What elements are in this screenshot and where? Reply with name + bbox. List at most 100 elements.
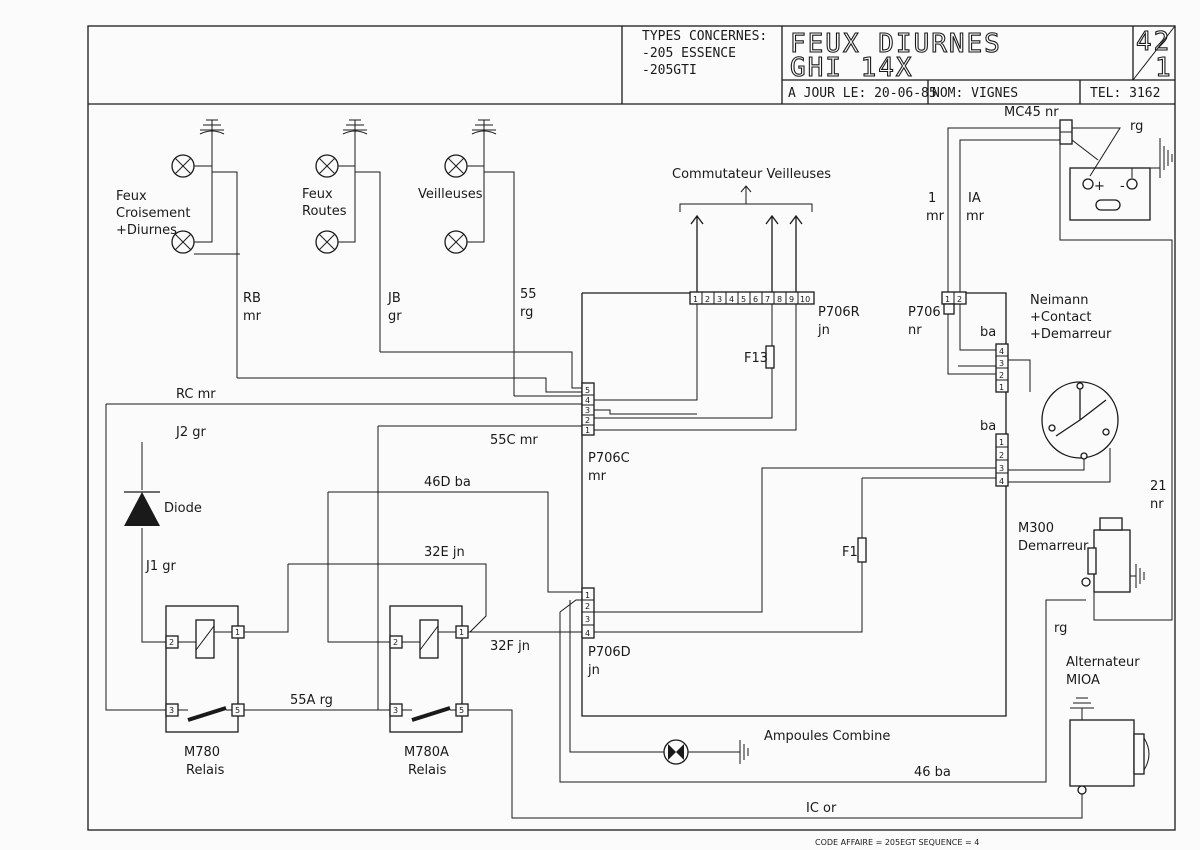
connector-neimann-2: 1 2 3 4 — [995, 433, 1009, 487]
sheet-sub: 1 — [1155, 53, 1173, 83]
pin: 8 — [777, 295, 782, 304]
connector-neimann-1: 4 3 2 1 — [995, 343, 1009, 393]
pin: 4 — [999, 477, 1004, 486]
author-name: NOM: VIGNES — [932, 86, 1018, 101]
label-p706d-color: jn — [587, 663, 600, 678]
lamp-combine — [663, 739, 689, 765]
pin: 1 — [999, 438, 1004, 447]
pin: 5 — [459, 706, 464, 715]
wire-21: 21 — [1150, 479, 1167, 494]
wire-55a: 55A rg — [290, 693, 333, 708]
wire-21-color: nr — [1150, 497, 1164, 512]
label-diurnes: +Diurnes — [116, 223, 177, 238]
pin: 5 — [235, 706, 240, 715]
wire-1-color: mr — [926, 209, 945, 224]
pin: 1 — [235, 628, 240, 637]
pin: 1 — [693, 295, 698, 304]
diode — [124, 491, 160, 526]
pin: 4 — [729, 295, 734, 304]
wire-rg-top: rg — [1130, 119, 1143, 134]
wire-1: 1 — [928, 191, 936, 206]
ground-icon — [342, 119, 368, 135]
label-p706r: P706R — [818, 305, 860, 320]
update-date: A JOUR LE: 20-06-85 — [788, 86, 937, 101]
pin: 9 — [789, 295, 794, 304]
pin: 2 — [169, 638, 174, 647]
label-f13: F13 — [744, 351, 768, 366]
pin: 4 — [585, 396, 590, 405]
label-f1: F1 — [842, 545, 858, 560]
wire-55c: 55C mr — [490, 433, 538, 448]
pin: 3 — [999, 359, 1004, 368]
ground-icon — [739, 740, 749, 764]
label-croisement: Croisement — [116, 206, 190, 221]
ground-icon — [471, 119, 497, 135]
types-label: TYPES CONCERNES: — [642, 29, 767, 44]
label-feux-routes-1: Feux — [302, 187, 333, 202]
pin: 4 — [999, 347, 1004, 356]
pin: 1 — [459, 628, 464, 637]
pin: 4 — [585, 629, 590, 638]
wire-j2: J2 gr — [175, 425, 206, 440]
wire-jb: JB — [387, 291, 401, 306]
label-neimann: Neimann — [1030, 293, 1088, 308]
label-demarreur-sw: +Demarreur — [1030, 327, 1112, 342]
label-relais-2: Relais — [408, 763, 447, 778]
pin: 3 — [585, 406, 590, 415]
label-p706: P706 — [908, 305, 941, 320]
title-block: TYPES CONCERNES: -205 ESSENCE -205GTI FE… — [88, 25, 1176, 105]
wire-ba-1: ba — [980, 325, 996, 340]
wire-32f: 32F jn — [490, 639, 530, 654]
sheet-number: 42 — [1136, 27, 1171, 57]
diagram-title: FEUX DIURNES — [790, 29, 1002, 59]
label-m300: M300 — [1018, 521, 1054, 536]
battery-wires — [947, 127, 1173, 621]
ground-icon — [199, 119, 225, 135]
label-p706r-color: jn — [817, 323, 830, 338]
wire-jb-color: gr — [388, 309, 402, 324]
wire-32e: 32E jn — [424, 545, 465, 560]
harness-outline — [581, 292, 1007, 717]
type-205gti: -205GTI — [642, 63, 697, 78]
connector-p706r: 1 2 3 4 5 6 7 8 9 10 — [689, 291, 815, 305]
lamp-veilleuse-lower — [444, 230, 468, 254]
label-veilleuses: Veilleuses — [418, 187, 483, 202]
pin: 2 — [393, 638, 398, 647]
pin: 1 — [945, 295, 950, 304]
pin: 2 — [585, 416, 590, 425]
pin: 1 — [999, 383, 1004, 392]
label-m780: M780 — [184, 745, 220, 760]
wire-1a: IA — [968, 191, 981, 206]
diagram-code: GHI 14X — [790, 53, 914, 83]
label-relais-1: Relais — [186, 763, 225, 778]
label-feux-routes-2: Routes — [302, 204, 347, 219]
pin: 2 — [585, 602, 590, 611]
pin: 3 — [717, 295, 722, 304]
label-p706c: P706C — [588, 451, 630, 466]
neimann-switch — [1041, 381, 1119, 460]
connector-p706c: 5 4 3 2 1 — [581, 382, 595, 436]
pin: 7 — [765, 295, 770, 304]
connector-p706: 1 2 — [941, 291, 967, 315]
wire-rg-dem: rg — [1054, 621, 1067, 636]
wire-rb: RB — [243, 291, 261, 306]
connector-mc45 — [1059, 119, 1073, 145]
pin: 1 — [585, 591, 590, 600]
wire-55-color: rg — [520, 305, 533, 320]
label-m780a: M780A — [404, 745, 449, 760]
wire-1a-color: mr — [966, 209, 985, 224]
fuse-f13 — [765, 345, 775, 369]
connector-p706d: 4 3 2 1 — [581, 587, 595, 639]
wire-rc: RC mr — [176, 387, 216, 402]
label-demarreur: Demarreur — [1018, 539, 1089, 554]
starter-motor — [1081, 517, 1145, 593]
label-p706-color: nr — [908, 323, 922, 338]
wire-55: 55 — [520, 287, 537, 302]
commutateur-veilleuses: Commutateur Veilleuses — [672, 167, 831, 292]
pin: 3 — [393, 706, 398, 715]
pin: 3 — [169, 706, 174, 715]
pin: 2 — [999, 451, 1004, 460]
wire-46d: 46D ba — [424, 475, 471, 490]
pin: 5 — [741, 295, 746, 304]
fuse-f1 — [857, 537, 867, 563]
